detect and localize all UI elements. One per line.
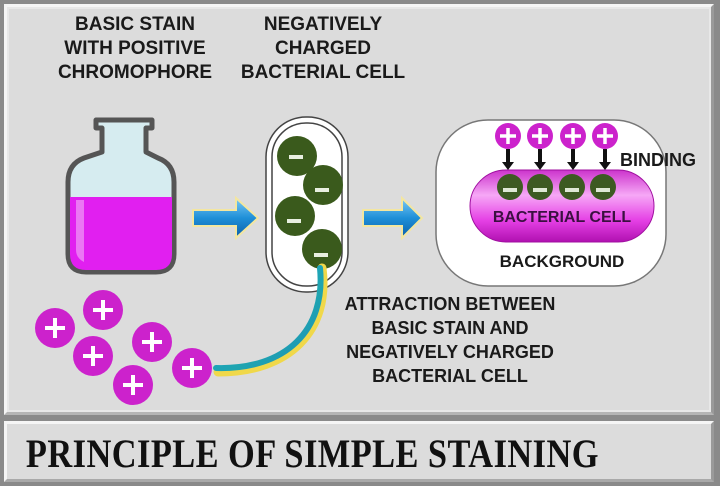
positive-charge-icon — [113, 365, 153, 405]
page-title: PRINCIPLE OF SIMPLE STAINING — [25, 431, 599, 476]
label-line: NEGATIVELY — [263, 14, 383, 35]
negative-charge-icon — [302, 229, 342, 269]
label-line: BACTERIAL CELL — [372, 366, 528, 386]
positive-charge-icon — [132, 322, 172, 362]
label-bacterial-cell: BACTERIAL CELL — [492, 209, 632, 226]
attraction-curve — [213, 263, 328, 377]
arrow-down-icon — [502, 149, 514, 170]
label-background: BACKGROUND — [499, 252, 625, 271]
positive-charge-icon — [527, 123, 553, 149]
label-line: NEGATIVELY CHARGED — [346, 342, 554, 362]
negative-charge-icon — [497, 174, 523, 200]
negative-charge-icon — [590, 174, 616, 200]
arrow-down-icon — [599, 149, 611, 170]
negative-charge-icon — [275, 196, 315, 236]
positive-charge-icon — [172, 348, 212, 388]
label-line: CHROMOPHORE — [57, 62, 213, 83]
negative-charge-icon — [527, 174, 553, 200]
flask-icon — [65, 117, 177, 275]
positive-charge-icon — [592, 123, 618, 149]
negative-charge-icon — [277, 136, 317, 176]
positive-charge-icon — [83, 290, 123, 330]
negative-charge-icon — [559, 174, 585, 200]
label-line: ATTRACTION BETWEEN — [344, 294, 556, 314]
label-basic-stain: BASIC STAIN WITH POSITIVE CHROMOPHORE — [50, 13, 220, 85]
label-line: BASIC STAIN AND — [371, 318, 529, 338]
title-bar: PRINCIPLE OF SIMPLE STAINING — [4, 421, 714, 482]
positive-charge-icon — [560, 123, 586, 149]
arrow-down-icon — [534, 149, 546, 170]
label-attraction: ATTRACTION BETWEEN BASIC STAIN AND NEGAT… — [325, 292, 575, 388]
positive-charge-icon — [495, 123, 521, 149]
label-line: BACTERIAL CELL — [240, 62, 406, 83]
negative-charge-icon — [303, 165, 343, 205]
arrow-right-icon — [192, 195, 260, 241]
positive-stain-particles — [35, 290, 212, 405]
label-binding: BINDING — [620, 150, 696, 170]
label-line: BASIC STAIN — [75, 14, 195, 35]
label-line: WITH POSITIVE — [64, 38, 206, 59]
negative-charges — [275, 136, 343, 269]
label-negative-cell: NEGATIVELY CHARGED BACTERIAL CELL — [238, 13, 408, 85]
arrow-down-icon — [567, 149, 579, 170]
positive-charge-icon — [35, 308, 75, 348]
bound-charges — [495, 123, 618, 200]
positive-charge-icon — [73, 336, 113, 376]
label-line: CHARGED — [274, 38, 372, 59]
arrow-right-icon — [362, 195, 424, 241]
